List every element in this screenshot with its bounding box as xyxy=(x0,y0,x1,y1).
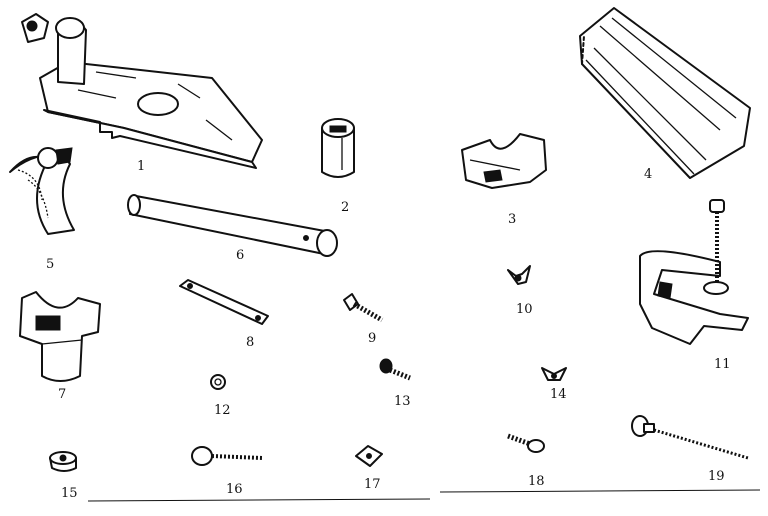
bottom-rule-left xyxy=(87,498,431,502)
tube-icon xyxy=(127,194,338,257)
part-label: 11 xyxy=(714,357,731,372)
part-label: 9 xyxy=(368,331,376,346)
long-thumb-screw-icon xyxy=(631,415,749,460)
thumb-screw-icon xyxy=(191,446,263,466)
part-label: 1 xyxy=(137,159,145,174)
flat-head-screw-icon xyxy=(343,293,384,323)
part-label: 4 xyxy=(644,167,652,182)
part-label: 8 xyxy=(246,335,254,350)
part-label: 15 xyxy=(61,486,78,501)
bottom-rule-right xyxy=(439,489,761,493)
part-label: 6 xyxy=(236,248,244,263)
part-label: 12 xyxy=(214,403,231,418)
part-label: 5 xyxy=(46,257,54,272)
washer-icon xyxy=(210,374,226,390)
knurled-nut-icon xyxy=(49,451,77,472)
part-label: 17 xyxy=(364,477,381,492)
part-label: 7 xyxy=(58,387,66,402)
clamp-block-icon xyxy=(19,291,101,382)
hose-clamp-icon xyxy=(9,147,75,235)
part-label: 13 xyxy=(394,394,411,409)
collar-icon xyxy=(321,118,355,178)
c-clamp-icon xyxy=(639,199,749,345)
part-label: 3 xyxy=(508,212,516,227)
link-bar-icon xyxy=(179,279,269,325)
part-label: 16 xyxy=(226,482,243,497)
part-label: 18 xyxy=(528,474,545,489)
part-label: 19 xyxy=(708,469,725,484)
part-label: 2 xyxy=(341,200,349,215)
round-head-screw-icon xyxy=(507,433,545,453)
pan-head-screw-icon xyxy=(379,358,411,381)
part-label: 14 xyxy=(550,387,567,402)
square-nut-icon xyxy=(355,445,383,467)
part-label: 10 xyxy=(516,302,533,317)
bracket-icon xyxy=(461,133,547,189)
channel-rail-icon xyxy=(579,7,751,179)
base-plate-icon xyxy=(21,13,263,169)
wing-nut-small-icon xyxy=(541,367,567,381)
wing-nut-icon xyxy=(507,265,531,285)
